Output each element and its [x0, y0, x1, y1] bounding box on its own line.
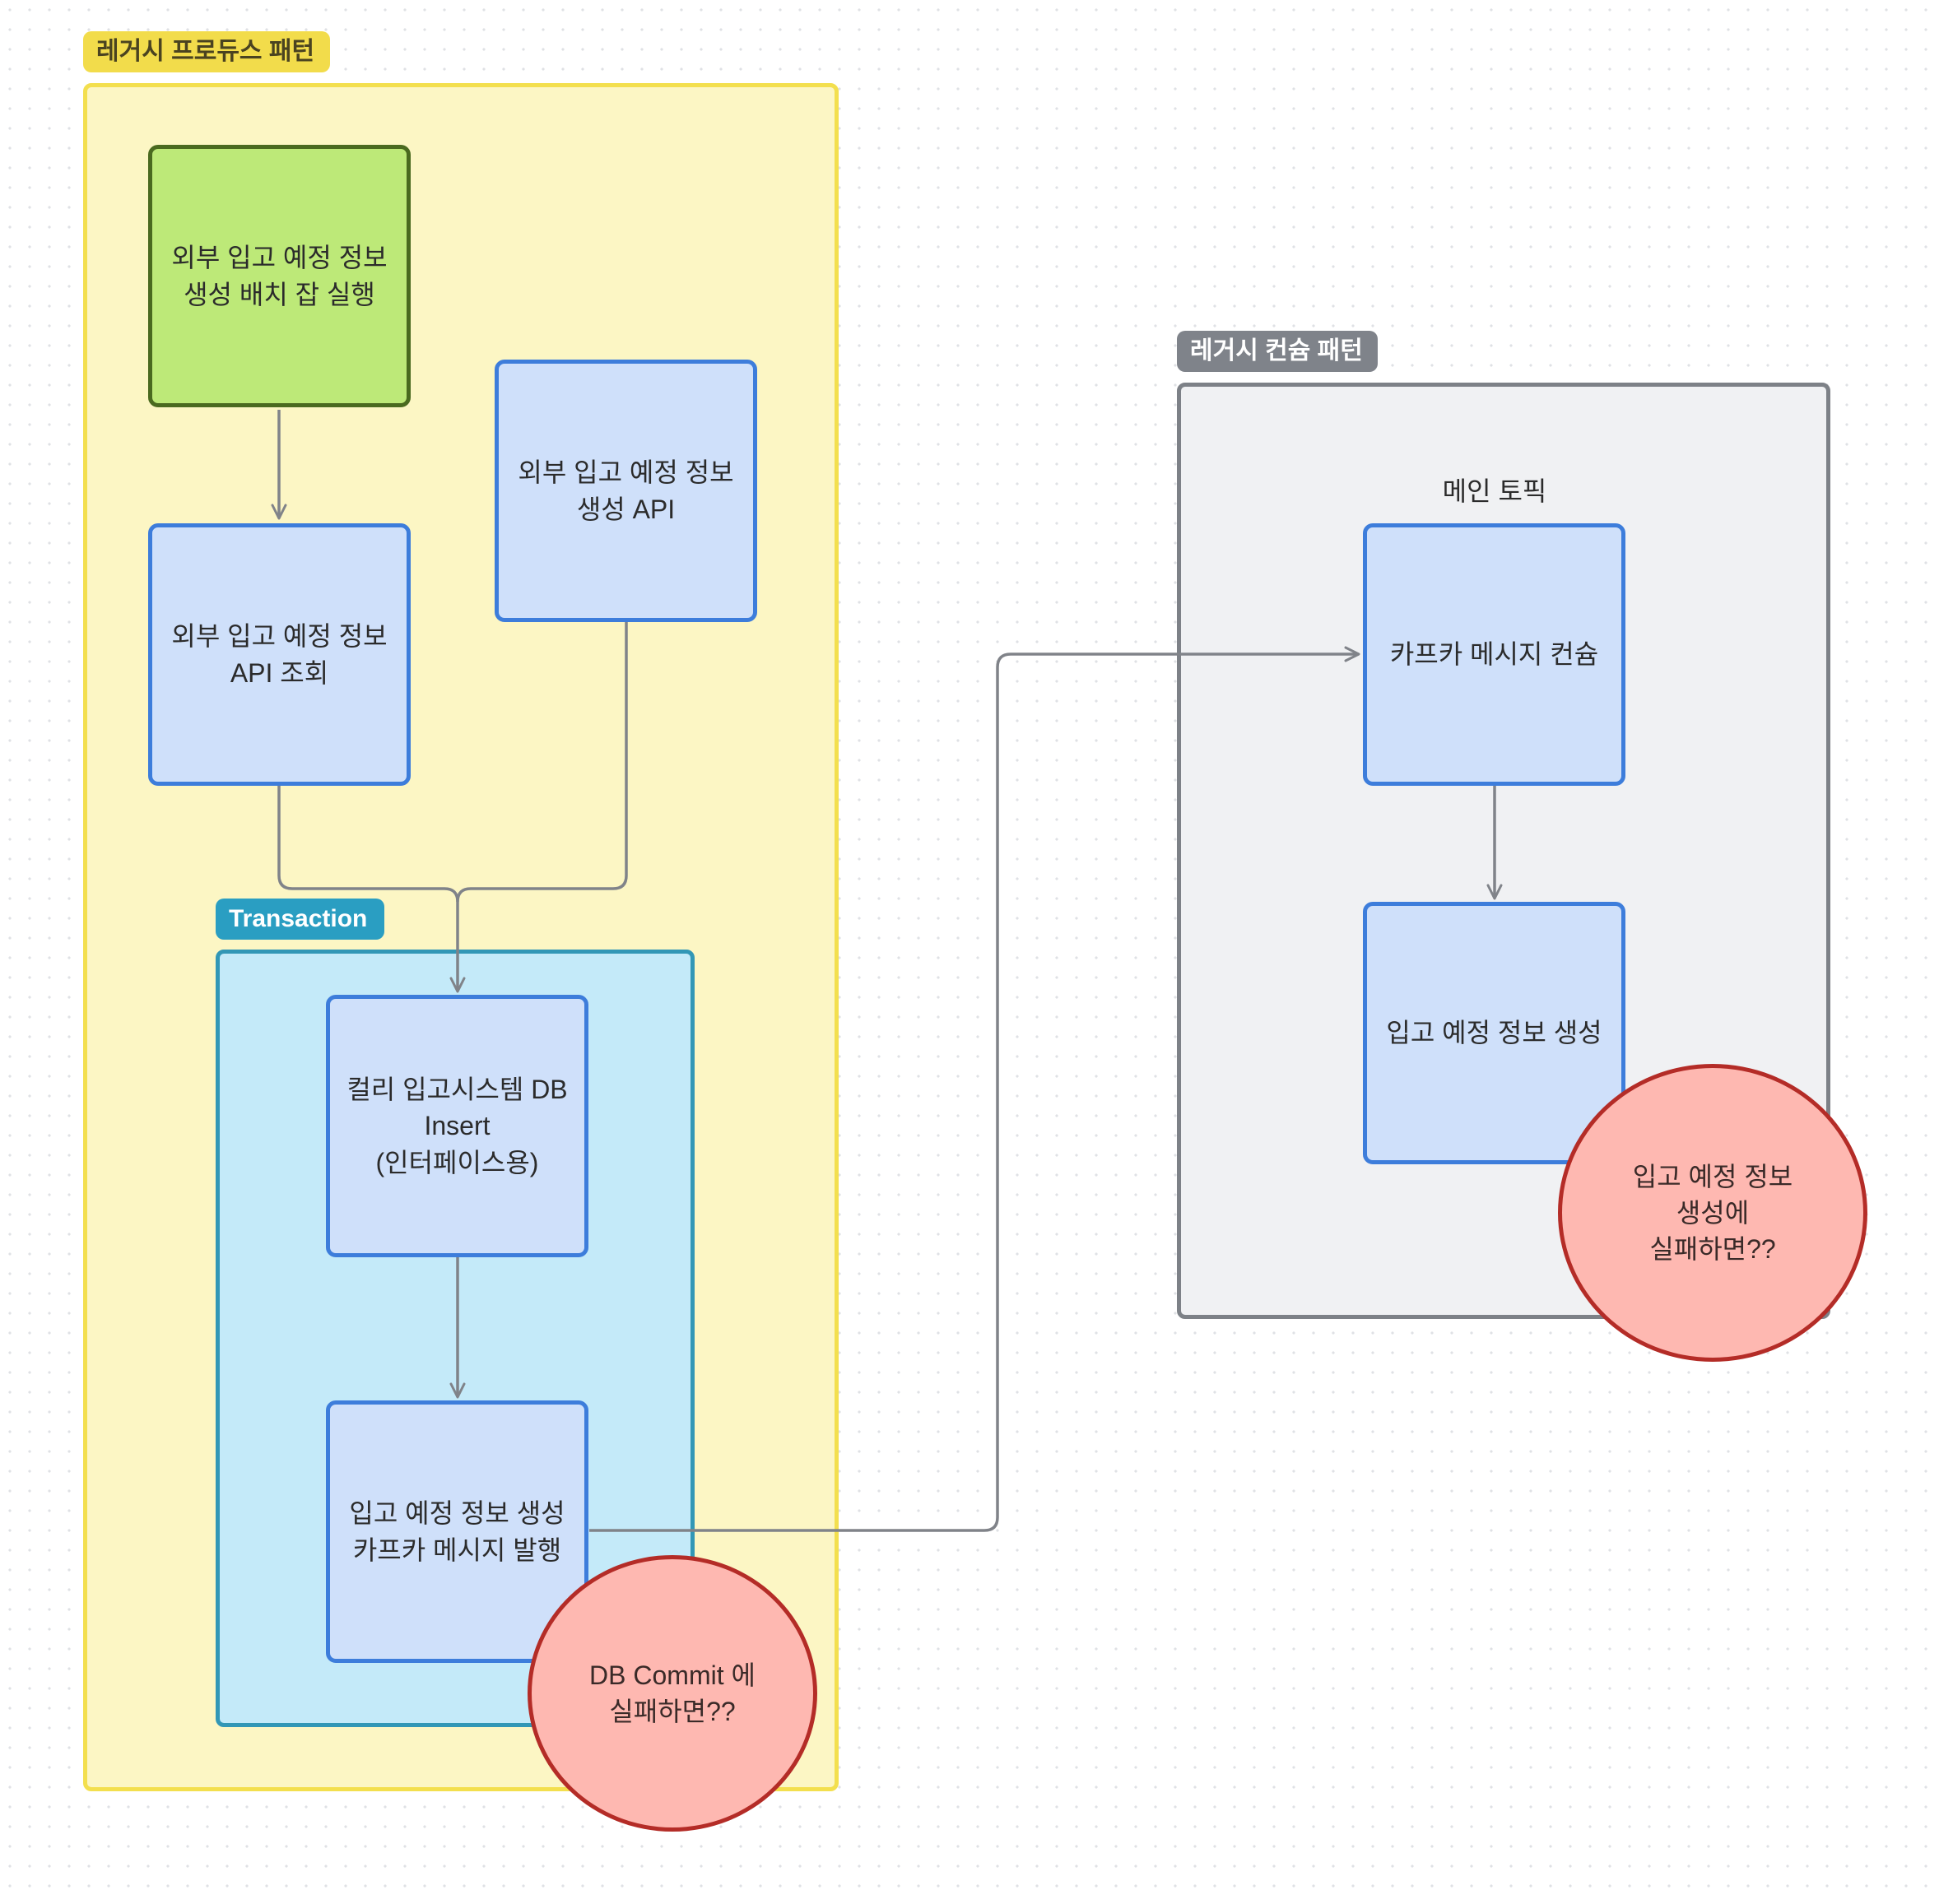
create-failure-warning[interactable]: 입고 예정 정보 생성에 실패하면?? [1558, 1064, 1867, 1362]
edge-kafka-publish-to-consume [589, 646, 1360, 1532]
db-commit-failure-warning[interactable]: DB Commit 에 실패하면?? [528, 1555, 817, 1832]
edge-api-query-to-db-insert [277, 785, 466, 993]
create-info-node[interactable]: 입고 예정 정보 생성 [1363, 902, 1625, 1164]
db-insert-node[interactable]: 컬리 입고시스템 DB Insert (인터페이스용) [326, 995, 588, 1257]
consumer-section-label: 레거시 컨슘 패턴 [1177, 331, 1378, 372]
main-topic-label: 메인 토픽 [1442, 476, 1547, 506]
edge-create-api-to-db-insert [456, 622, 628, 903]
kafka-publish-node[interactable]: 입고 예정 정보 생성 카프카 메시지 발행 [326, 1400, 588, 1663]
producer-section-label: 레거시 프로듀스 패턴 [83, 31, 330, 72]
transaction-group-label: Transaction [216, 899, 384, 940]
create-api-node[interactable]: 외부 입고 예정 정보 생성 API [495, 360, 757, 622]
kafka-consume-node[interactable]: 카프카 메시지 컨슘 [1363, 523, 1625, 786]
batch-job-node[interactable]: 외부 입고 예정 정보 생성 배치 잡 실행 [148, 145, 411, 407]
api-query-node[interactable]: 외부 입고 예정 정보 API 조회 [148, 523, 411, 786]
